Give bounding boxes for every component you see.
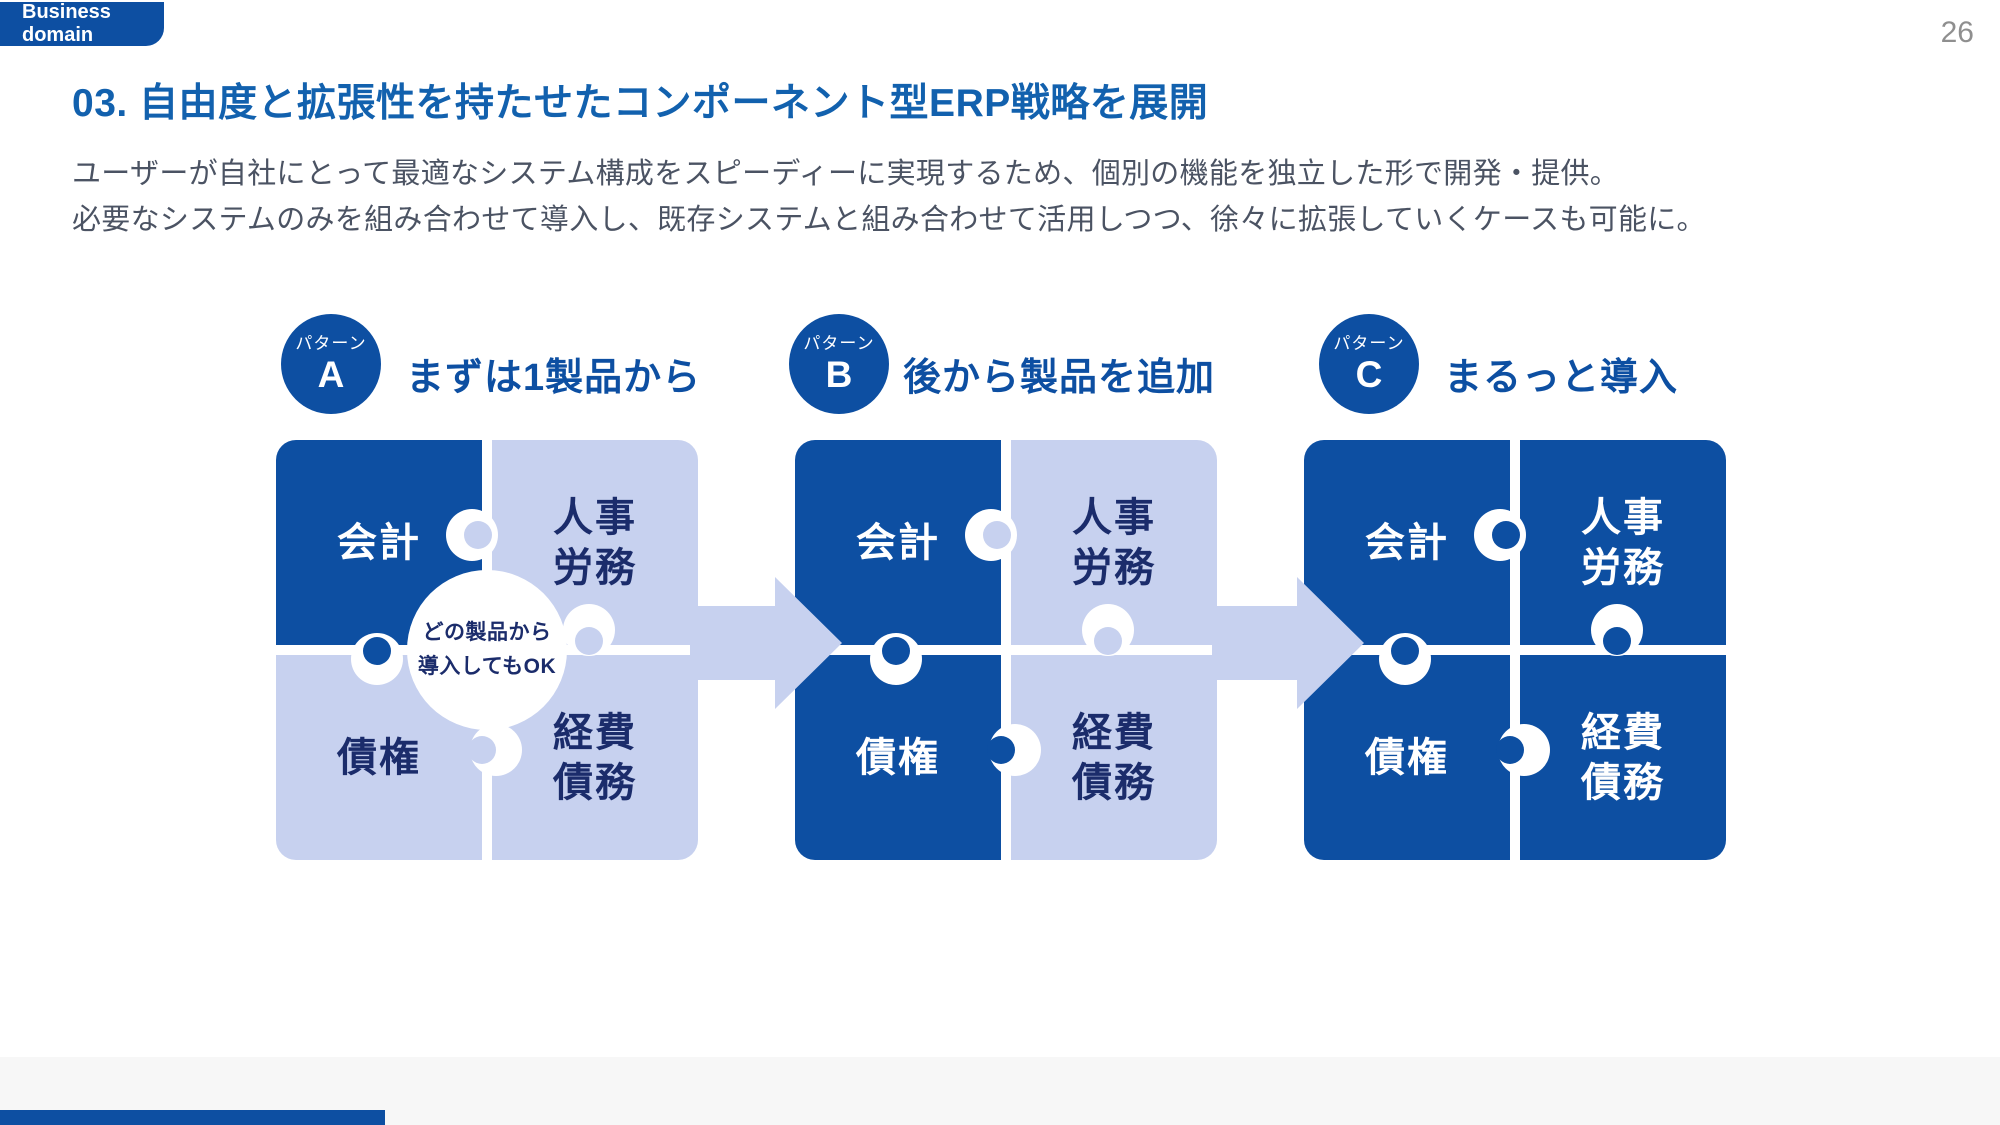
puzzle-pattern-b: 会計 人事 労務 債権 経費 債務 bbox=[795, 440, 1217, 860]
pattern-a-badge-label: パターン bbox=[295, 334, 367, 353]
pattern-c-badge-label: パターン bbox=[1333, 334, 1405, 353]
description-line-2: 必要なシステムのみを組み合わせて導入し、既存システムと組み合わせて活用しつつ、徐… bbox=[72, 204, 1706, 236]
pattern-b-heading: 後から製品を追加 bbox=[903, 357, 1216, 399]
puzzle-knob bbox=[446, 509, 498, 561]
puzzle-a-piece-hr-labor: 人事 労務 bbox=[492, 440, 698, 645]
pattern-b-badge: パターン B bbox=[789, 314, 889, 414]
pattern-c-heading: まるっと導入 bbox=[1444, 357, 1679, 399]
page-number: 26 bbox=[1940, 16, 1974, 49]
puzzle-c-piece-expenses-payables: 経費 債務 bbox=[1520, 655, 1726, 860]
puzzle-pattern-c: 会計 人事 労務 債権 経費 債務 bbox=[1304, 440, 1726, 860]
puzzle-b-piece-expenses-payables: 経費 債務 bbox=[1011, 655, 1217, 860]
pattern-a-heading: まずは1製品から bbox=[406, 357, 702, 399]
pattern-a-badge-letter: A bbox=[317, 354, 345, 395]
pattern-b-badge-label: パターン bbox=[803, 334, 875, 353]
puzzle-b-piece-receivables: 債権 bbox=[795, 655, 1001, 860]
puzzle-knob bbox=[468, 724, 522, 776]
puzzle-knob bbox=[987, 724, 1041, 776]
page-title: 03. 自由度と拡張性を持たせたコンポーネント型ERP戦略を展開 bbox=[72, 82, 1209, 125]
puzzle-c-piece-receivables: 債権 bbox=[1304, 655, 1510, 860]
puzzle-a-center-note: どの製品から 導入してもOK bbox=[407, 570, 567, 730]
puzzle-knob bbox=[1496, 724, 1550, 776]
description-line-1: ユーザーが自社にとって最適なシステム構成をスピーディーに実現するため、個別の機能… bbox=[72, 158, 1620, 190]
pattern-a-badge: パターン A bbox=[281, 314, 381, 414]
puzzle-knob bbox=[351, 633, 403, 685]
puzzle-knob bbox=[1474, 509, 1526, 561]
puzzle-knob bbox=[870, 633, 922, 685]
pattern-c-badge-letter: C bbox=[1355, 354, 1383, 395]
puzzle-knob bbox=[1379, 633, 1431, 685]
puzzle-knob bbox=[1082, 604, 1134, 656]
puzzle-knob bbox=[563, 604, 615, 656]
arrow-b-to-c bbox=[1212, 577, 1364, 709]
footer-accent-bar bbox=[0, 1110, 385, 1125]
puzzle-knob bbox=[1591, 604, 1643, 656]
puzzle-knob bbox=[965, 509, 1017, 561]
arrow-a-to-b bbox=[690, 577, 842, 709]
pattern-b-badge-letter: B bbox=[825, 354, 853, 395]
pattern-c-badge: パターン C bbox=[1319, 314, 1419, 414]
business-domain-badge: Business domain bbox=[0, 1, 164, 46]
puzzle-a-piece-receivables: 債権 bbox=[276, 655, 482, 860]
puzzle-pattern-a: 会計 人事 労務 債権 経費 債務 どの製品から 導入してもOK bbox=[276, 440, 698, 860]
